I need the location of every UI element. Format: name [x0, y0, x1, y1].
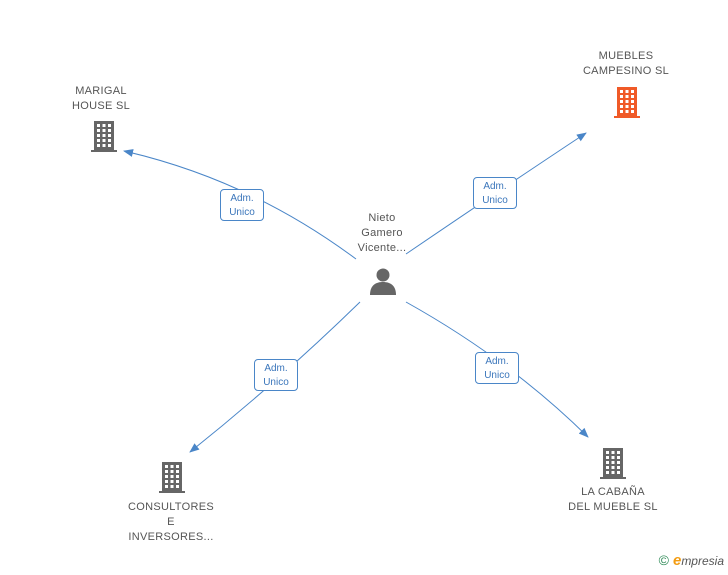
center-person-name[interactable]: Nieto Gamero Vicente... [357, 212, 407, 254]
building-icon[interactable] [598, 446, 628, 480]
edge-label-consultores[interactable]: Adm. Unico [254, 359, 298, 391]
edge-label-muebles[interactable]: Adm. Unico [473, 177, 517, 209]
node-muebles-label[interactable]: MUEBLES CAMPESINO SL [582, 50, 670, 77]
building-icon[interactable] [89, 119, 119, 153]
node-consultores-label[interactable]: CONSULTORES E INVERSORES... [127, 501, 215, 543]
person-icon[interactable] [368, 266, 398, 296]
copyright-symbol: © [658, 552, 669, 568]
node-marigal-label[interactable]: MARIGAL HOUSE SL [71, 85, 131, 112]
edge-label-marigal[interactable]: Adm. Unico [220, 189, 264, 221]
node-cabana-label[interactable]: LA CABAÑA DEL MUEBLE SL [568, 486, 658, 513]
building-icon[interactable] [612, 85, 642, 119]
edge-label-cabana[interactable]: Adm. Unico [475, 352, 519, 384]
brand-name: mpresia [681, 554, 724, 568]
brand-watermark: ©empresia [659, 552, 724, 569]
brand-logo-initial: e [672, 552, 682, 569]
building-icon[interactable] [157, 460, 187, 494]
